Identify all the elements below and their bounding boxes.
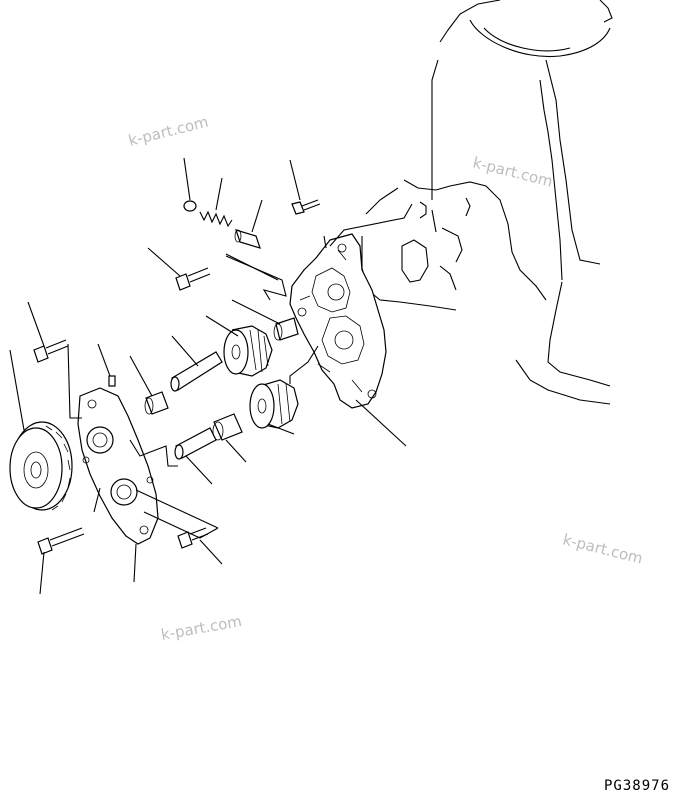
watermark: k-part.com — [561, 530, 645, 567]
dowel-pin — [108, 375, 116, 387]
lower-shaft — [174, 427, 217, 460]
relief-valve-spring — [199, 210, 233, 228]
drive-gear — [9, 421, 73, 511]
bolt-bottom-center — [177, 527, 209, 549]
bolt-middle — [175, 267, 211, 291]
bushing-lower — [212, 413, 243, 441]
bolt-left-top — [33, 339, 69, 363]
relief-valve-plug — [183, 200, 197, 212]
bushing-upper-left — [144, 391, 169, 415]
leader-lines — [9, 157, 413, 595]
lower-pump-gear — [249, 379, 299, 429]
bolt-top — [291, 199, 321, 215]
pump-cover-plate — [77, 387, 159, 545]
gasket — [225, 255, 287, 301]
watermark: k-part.com — [160, 612, 244, 644]
watermark: k-part.com — [127, 113, 211, 150]
oil-pump-body — [289, 233, 387, 409]
relief-valve-piston — [234, 229, 261, 249]
bushing-upper-right — [273, 317, 299, 341]
diagram-code: PG38976 — [604, 778, 670, 794]
bolt-left-bottom — [37, 527, 85, 555]
upper-pump-gear — [223, 325, 273, 377]
upper-shaft — [170, 351, 223, 392]
engine-block-outline — [361, 0, 613, 405]
